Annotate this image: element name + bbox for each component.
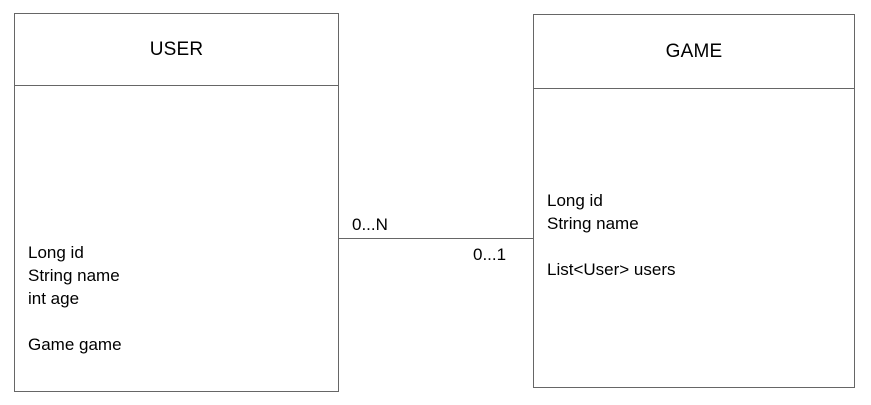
entity-header-game: GAME — [534, 15, 854, 89]
cardinality-label-target: 0...1 — [473, 245, 507, 264]
entity-title-game: GAME — [665, 41, 723, 62]
relationship-connector[interactable] — [338, 238, 534, 240]
entity-body-game: Long id String name List<User> users — [534, 89, 854, 387]
attribute-item: Game game — [28, 335, 122, 354]
connector-line — [338, 238, 534, 239]
entity-box-user[interactable]: USER Long id String name int age Game ga… — [14, 13, 339, 392]
attribute-spacer — [547, 235, 848, 258]
attribute-item: Long id — [28, 243, 84, 262]
attribute-item: String name — [28, 266, 120, 285]
attribute-spacer — [28, 310, 332, 333]
attribute-item: String name — [547, 214, 639, 233]
entity-header-user: USER — [15, 14, 338, 86]
entity-title-user: USER — [149, 39, 204, 60]
attribute-item: Long id — [547, 191, 603, 210]
entity-body-user: Long id String name int age Game game — [15, 86, 338, 391]
attribute-list-user: Long id String name int age Game game — [28, 241, 332, 356]
attribute-item: List<User> users — [547, 260, 676, 279]
cardinality-label-source: 0...N — [352, 215, 388, 234]
attribute-list-game: Long id String name List<User> users — [547, 189, 848, 281]
attribute-item: int age — [28, 289, 80, 308]
entity-box-game[interactable]: GAME Long id String name List<User> user… — [533, 14, 855, 388]
